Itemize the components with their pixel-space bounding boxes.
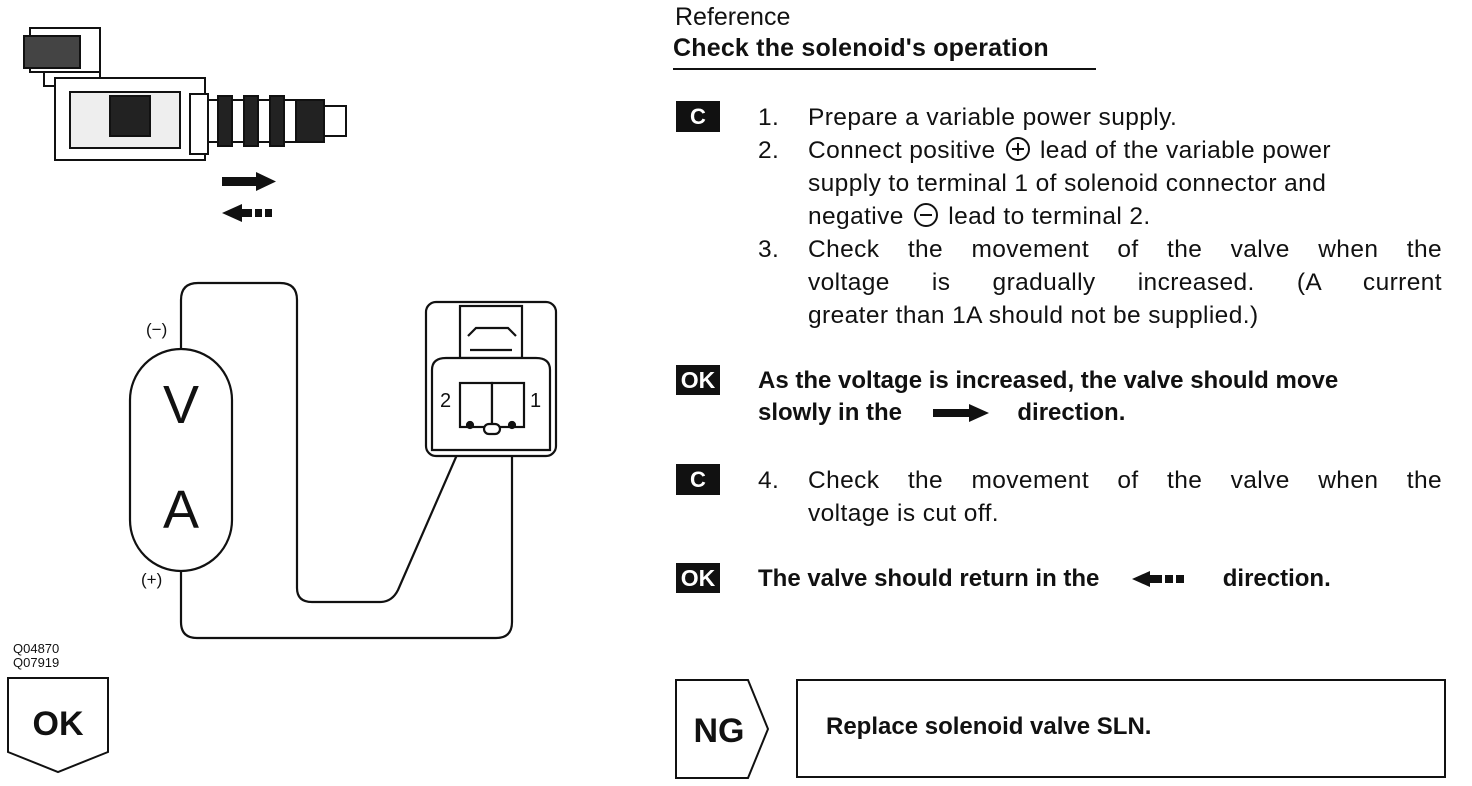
arrow-right-solid-icon	[222, 172, 276, 191]
step-2-line-2: supply to terminal 1 of solenoid connect…	[808, 170, 1327, 197]
step-3-line-3: greater than 1A should not be supplied.)	[808, 302, 1259, 329]
step-2-number: 2.	[758, 137, 780, 164]
section-title: Check the solenoid's operation	[673, 34, 1049, 62]
title-underline	[673, 68, 1096, 70]
step-4-line-1: Check the movement of the valve when the	[808, 467, 1442, 494]
plus-circle-icon	[1005, 137, 1030, 161]
step-3-number: 3.	[758, 236, 780, 263]
figure-code-1: Q04870	[13, 641, 59, 656]
step-1-text: Prepare a variable power supply.	[808, 104, 1178, 131]
step-4-number: 4.	[758, 467, 780, 494]
step-4: 4. Check the movement of the valve when …	[758, 464, 1458, 534]
wiring	[179, 281, 514, 640]
step-3-line-1: Check the movement of the valve when the	[808, 236, 1442, 263]
step-4-line-2: voltage is cut off.	[808, 500, 1000, 527]
arrow-right-solid-icon	[932, 404, 989, 422]
ok-result-badge: OK	[7, 677, 109, 774]
reference-label: Reference	[675, 3, 791, 31]
solenoid-connector: 2 1	[424, 300, 558, 458]
meter-a-label: A	[163, 480, 199, 540]
check-tag-1: C	[676, 101, 720, 132]
minus-circle-icon	[914, 203, 939, 227]
ng-action-text: Replace solenoid valve SLN.	[826, 713, 1152, 740]
step-2-line-1: Connect positive lead of the variable po…	[808, 134, 1442, 167]
arrow-left-dashed-icon	[222, 204, 272, 222]
negative-label: (−)	[146, 320, 167, 339]
step-2-text-b: lead of the variable power	[1039, 137, 1331, 164]
ok-result-1-text-a: slowly in the	[758, 399, 903, 426]
ok-result-2-line: The valve should return in the direction…	[758, 563, 1331, 595]
volt-ammeter: V A (−) (+)	[128, 320, 234, 589]
terminal-2-label: 2	[440, 390, 451, 412]
ng-badge-label: NG	[694, 712, 745, 750]
step-2-text-a: Connect positive	[808, 137, 996, 164]
check-tag-2: C	[676, 464, 720, 495]
meter-v-label: V	[163, 375, 199, 435]
arrow-left-dashed-icon	[1132, 571, 1185, 587]
ok-result-2-text-a: The valve should return in the	[758, 565, 1100, 592]
ok-badge-label: OK	[33, 705, 84, 743]
ng-badge: NG	[675, 679, 770, 779]
step-2-line-3: negative lead to terminal 2.	[808, 200, 1442, 233]
solenoid-valve-illustration: V A (−) (+) 2 1 Q04870 Q07919 OK	[7, 27, 558, 774]
step-3-line-2: voltage is gradually increased. (A curre…	[808, 269, 1442, 296]
figure-code-2: Q07919	[13, 655, 59, 670]
ok-tag-1: OK	[676, 365, 720, 395]
step-2-text-e: lead to terminal 2.	[948, 203, 1151, 230]
step-2-text-d: negative	[808, 203, 904, 230]
steps-1-3: 1. Prepare a variable power supply. 2. C…	[758, 101, 1458, 341]
ok-tag-2: OK	[676, 563, 720, 593]
ok-result-1-text-b: direction.	[1017, 399, 1126, 426]
terminal-1-label: 1	[530, 390, 541, 412]
ok-result-1-line-2: slowly in the direction.	[758, 397, 1125, 429]
ok-result-2-text-b: direction.	[1222, 565, 1331, 592]
solenoid-valve-icon	[23, 27, 347, 161]
positive-label: (+)	[141, 570, 162, 589]
ok-result-1-line-1: As the voltage is increased, the valve s…	[758, 367, 1339, 394]
step-1-number: 1.	[758, 104, 780, 131]
ng-action-box	[796, 679, 1446, 778]
